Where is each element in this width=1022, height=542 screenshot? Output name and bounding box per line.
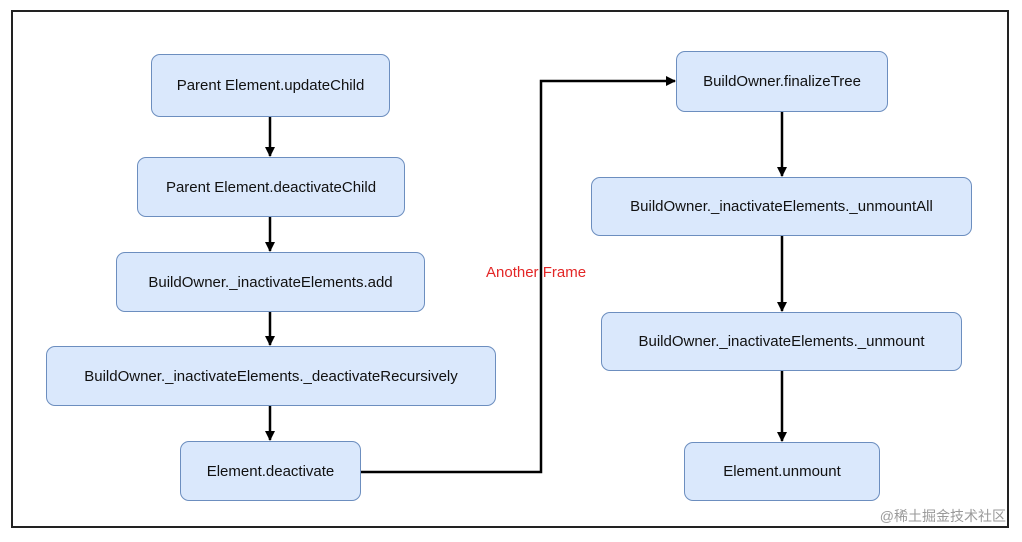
node-element-deactivate: Element.deactivate <box>180 441 361 501</box>
node-element-unmount: Element.unmount <box>684 442 880 501</box>
watermark: @稀土掘金技术社区 <box>879 506 1006 526</box>
node-finalize-tree: BuildOwner.finalizeTree <box>676 51 888 112</box>
node-parent-deactivate-child: Parent Element.deactivateChild <box>137 157 405 217</box>
diagram-frame <box>11 10 1009 528</box>
node-inactive-deactivate-recursively: BuildOwner._inactivateElements._deactiva… <box>46 346 496 406</box>
node-inactive-unmount-all: BuildOwner._inactivateElements._unmountA… <box>591 177 972 236</box>
edge-element-deactivate-to-finalize-tree <box>361 76 676 474</box>
node-inactive-add: BuildOwner._inactivateElements.add <box>116 252 425 312</box>
edge-label-another-frame: Another Frame <box>486 264 587 281</box>
node-parent-update-child: Parent Element.updateChild <box>151 54 390 117</box>
node-inactive-unmount: BuildOwner._inactivateElements._unmount <box>601 312 962 371</box>
